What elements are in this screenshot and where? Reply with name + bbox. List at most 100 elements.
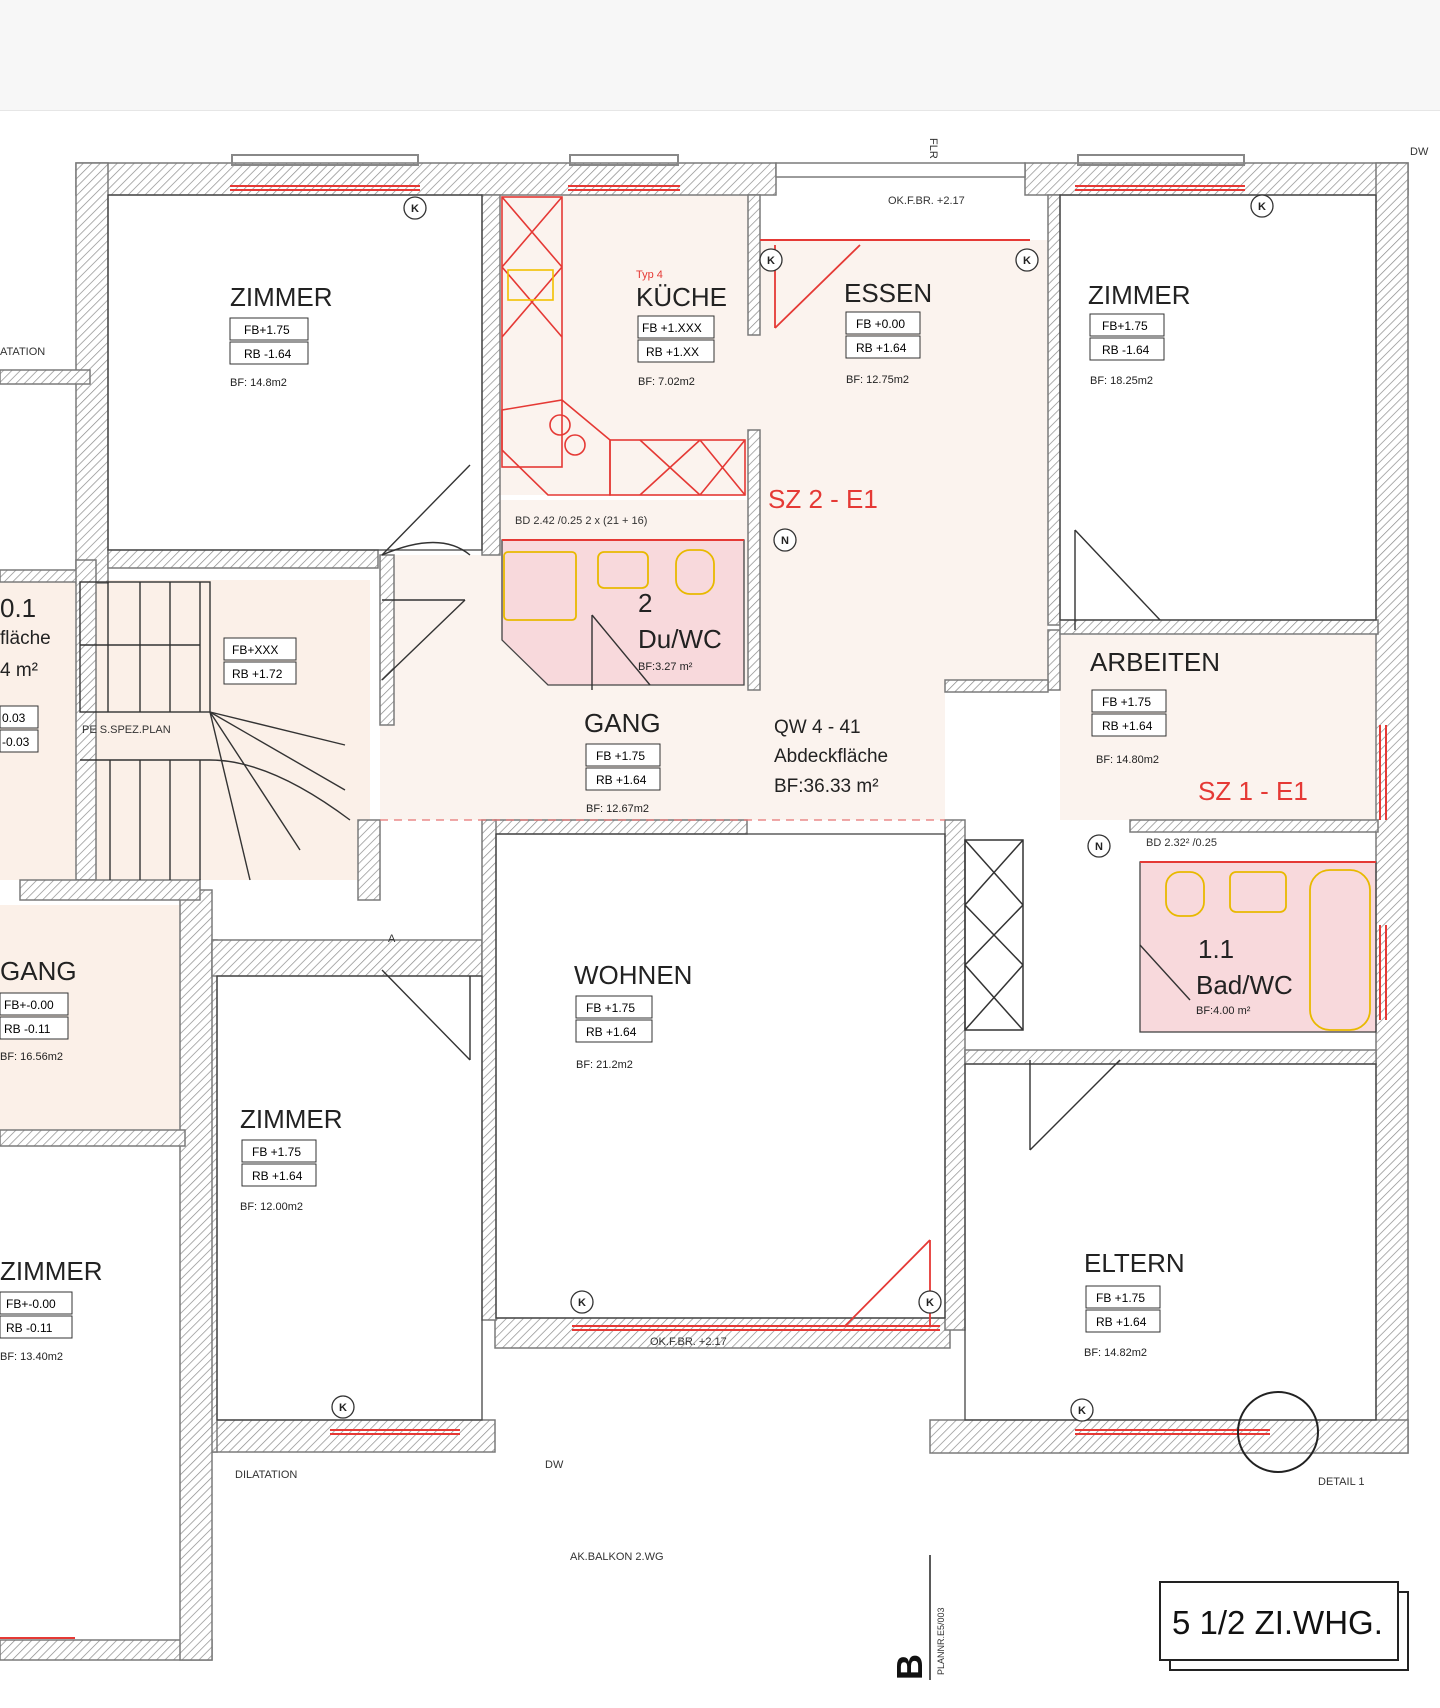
rb-value: RB +1.64	[1102, 719, 1153, 733]
room-name: ESSEN	[844, 278, 932, 308]
k-marker	[570, 1290, 594, 1314]
k-label: K	[339, 1402, 347, 1414]
fb-value: FB+1.75	[244, 323, 290, 337]
rb-value: RB +1.64	[856, 341, 907, 355]
note-dw: DW	[1410, 146, 1429, 158]
zone-labels: SZ 2 - E1 SZ 1 - E1 QW 4 - 41 Abdeckfläc…	[768, 484, 1308, 806]
fb-value: FB +1.75	[596, 749, 645, 763]
fb-value: FB +1.75	[1102, 695, 1151, 709]
k-label: K	[926, 1297, 934, 1309]
bf-value: BF: 21.2m2	[576, 1059, 633, 1071]
room-name: ARBEITEN	[1090, 647, 1220, 677]
k-marker-labels: K K K K K K K K N N	[339, 201, 1266, 1417]
note-bd-du: BD 2.42 /0.25 2 x (21 + 16)	[515, 515, 647, 527]
kitchen-cabinets	[501, 196, 746, 496]
fb-value: FB+XXX	[232, 643, 278, 657]
note-okfbr: OK.F.BR. +2.17	[888, 195, 965, 207]
room-kueche: KÜCHE FB +1.XXX RB +1.XX BF: 7.02m2	[636, 282, 727, 388]
room-name: ZIMMER	[240, 1104, 343, 1134]
note-okfbr: OK.F.BR. +2.17	[650, 1336, 727, 1348]
room-sub: fläche	[0, 628, 51, 649]
qw-title: QW 4 - 41	[774, 717, 861, 738]
room-number: 2	[638, 588, 652, 618]
section-sub: PLANNR.E5/003	[936, 1607, 946, 1675]
room-badwc: 1.1 Bad/WC BF:4.00 m²	[1196, 934, 1293, 1017]
rb-value: RB +1.64	[1096, 1315, 1147, 1329]
qw-sub: Abdeckfläche	[774, 746, 888, 767]
room-name: ZIMMER	[230, 282, 333, 312]
shaft	[964, 839, 1024, 1031]
bf-value: BF:3.27 m²	[638, 661, 693, 673]
k-marker	[1070, 1398, 1094, 1422]
stair	[79, 581, 351, 881]
fb-value: FB +0.00	[856, 317, 905, 331]
bf-value: BF: 12.00m2	[240, 1201, 303, 1213]
bf-value: BF: 7.02m2	[638, 376, 695, 388]
room-zimmer-ne: ZIMMER FB+1.75 RB -1.64 BF: 18.25m2	[1088, 280, 1191, 387]
duwc-floor	[502, 540, 744, 685]
k-label: K	[767, 255, 775, 267]
room-name: KÜCHE	[636, 282, 727, 312]
room-zimmer-nw: ZIMMER FB+1.75 RB -1.64 BF: 14.8m2	[229, 282, 333, 389]
n-marker	[773, 528, 797, 552]
k-marker	[759, 248, 783, 272]
zone-sz2: SZ 2 - E1	[768, 484, 878, 514]
k-label: K	[1023, 255, 1031, 267]
fb-value: FB +1.75	[1096, 1291, 1145, 1305]
bf-value: BF: 12.75m2	[846, 374, 909, 386]
rb-value: RB +1.64	[596, 773, 647, 787]
room-stair: FB+XXX RB +1.72	[223, 637, 297, 685]
k-marker	[918, 1290, 942, 1314]
room-zimmer-sw: ZIMMER FB +1.75 RB +1.64 BF: 12.00m2	[240, 1104, 343, 1213]
badwc-floor	[1140, 862, 1376, 1032]
k-marker	[1250, 194, 1274, 218]
room-name: ZIMMER	[0, 1256, 103, 1286]
bf-value: BF:4.00 m²	[1196, 1005, 1251, 1017]
n-label: N	[781, 535, 789, 547]
room-name: GANG	[584, 708, 661, 738]
bf-value: BF: 16.56m2	[0, 1051, 63, 1063]
k-label: K	[1258, 201, 1266, 213]
floor-fills	[0, 195, 1378, 1130]
bf-value: BF: 14.8m2	[230, 377, 287, 389]
room-name: Bad/WC	[1196, 970, 1293, 1000]
fb-value: 0.03	[2, 711, 26, 725]
k-label: K	[411, 203, 419, 215]
rb-value: RB +1.64	[586, 1025, 637, 1039]
fb-value: FB+-0.00	[4, 998, 54, 1012]
rb-value: RB -1.64	[244, 347, 292, 361]
room-area: 4 m²	[0, 660, 38, 681]
note-a: A	[388, 933, 396, 945]
room-gang: GANG FB +1.75 RB +1.64 BF: 12.67m2	[584, 708, 661, 815]
note-dilatation: DILATATION	[235, 1469, 297, 1481]
room-zimmer-left: ZIMMER FB+-0.00 RB -0.11 BF: 13.40m2	[0, 1256, 103, 1363]
room-name: GANG	[0, 956, 77, 986]
walls	[0, 162, 1409, 1661]
bf-value: BF: 12.67m2	[586, 803, 649, 815]
note-flr: FLR	[927, 138, 939, 159]
room-name: ZIMMER	[1088, 280, 1191, 310]
room-name: Du/WC	[638, 624, 722, 654]
room-name: 0.1	[0, 593, 36, 623]
room-wohnen: WOHNEN FB +1.75 RB +1.64 BF: 21.2m2	[574, 960, 692, 1071]
doors	[381, 464, 1191, 1151]
section-letter: B	[889, 1654, 930, 1680]
fb-value: FB+-0.00	[6, 1297, 56, 1311]
fb-value: FB +1.XXX	[642, 321, 702, 335]
bf-value: BF: 13.40m2	[0, 1351, 63, 1363]
rb-value: RB +1.64	[252, 1169, 303, 1183]
rb-value: -0.03	[2, 735, 30, 749]
rb-value: RB +1.XX	[646, 345, 699, 359]
stair-floor	[0, 580, 370, 880]
note-balkon: AK.BALKON 2.WG	[570, 1551, 664, 1563]
fb-value: FB+1.75	[1102, 319, 1148, 333]
note-bd-bad: BD 2.32² /0.25	[1146, 837, 1217, 849]
bf-value: BF: 14.80m2	[1096, 754, 1159, 766]
rb-value: RB -1.64	[1102, 343, 1150, 357]
detail-circle	[1237, 1391, 1319, 1473]
rb-value: RB +1.72	[232, 667, 283, 681]
room-gang-left: GANG FB+-0.00 RB -0.11 BF: 16.56m2	[0, 956, 77, 1063]
k-markers	[331, 194, 1274, 1422]
fb-value: FB +1.75	[586, 1001, 635, 1015]
room-name: WOHNEN	[574, 960, 692, 990]
